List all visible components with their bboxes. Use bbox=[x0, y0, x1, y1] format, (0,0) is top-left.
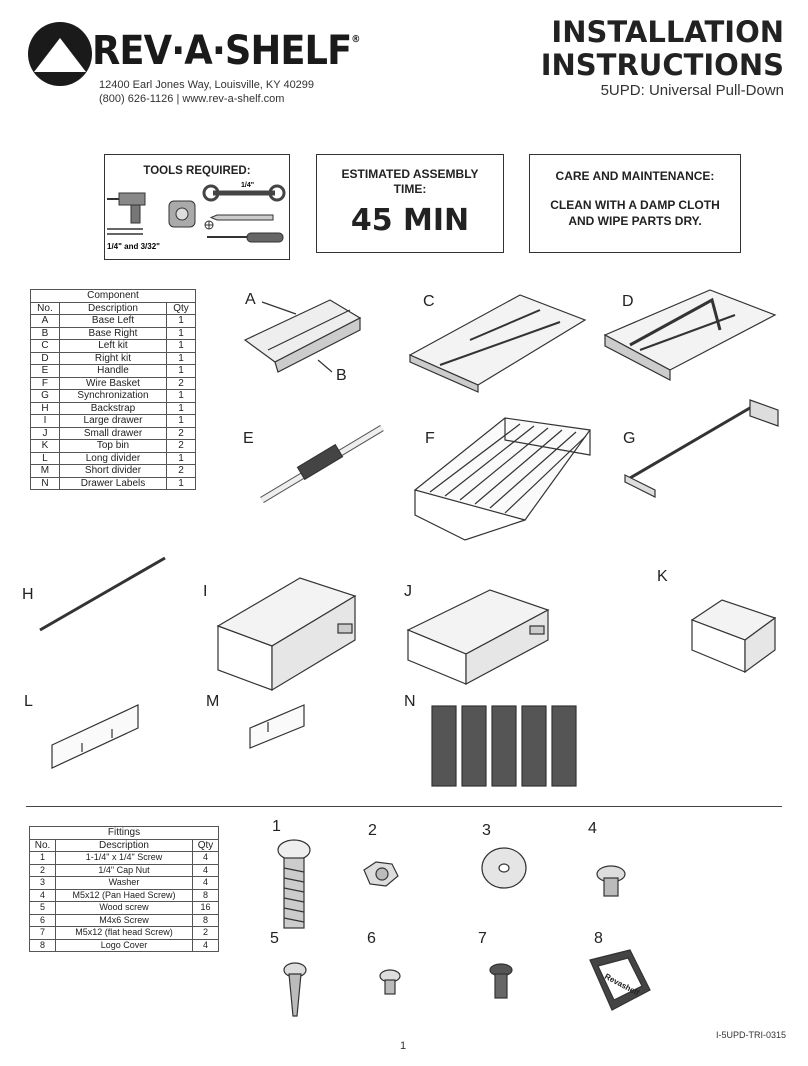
part-label-h: H bbox=[22, 586, 34, 603]
left-kit-illustration bbox=[408, 294, 587, 393]
washer-icon bbox=[481, 847, 527, 889]
fitting-label-3: 3 bbox=[482, 822, 491, 839]
fitting-label-2: 2 bbox=[368, 822, 377, 839]
table-cell: 4 bbox=[191, 938, 220, 952]
table-cell: 1 bbox=[166, 476, 196, 490]
part-label-j: J bbox=[404, 583, 412, 600]
part-label-g: G bbox=[623, 430, 636, 447]
fitting-label-4: 4 bbox=[588, 820, 597, 837]
pan-head-screw-icon bbox=[596, 865, 626, 897]
cap-nut-icon bbox=[363, 861, 399, 887]
base-bracket-illustration bbox=[243, 299, 362, 373]
right-kit-illustration bbox=[603, 289, 777, 381]
part-label-l: L bbox=[24, 693, 33, 710]
wood-screw-icon bbox=[283, 962, 307, 1017]
part-label-a: A bbox=[245, 291, 256, 308]
small-drawer-illustration bbox=[406, 589, 550, 686]
pencil-icon bbox=[209, 214, 274, 221]
drill-bit-icon bbox=[107, 228, 143, 235]
m4-screw-icon bbox=[379, 969, 401, 995]
parts-illustrations bbox=[39, 289, 779, 787]
screw-1-icon bbox=[277, 839, 311, 929]
wire-basket-illustration bbox=[413, 417, 592, 541]
part-label-i: I bbox=[203, 583, 208, 600]
tape-measure-icon bbox=[168, 200, 196, 228]
part-label-f: F bbox=[425, 430, 435, 447]
screwdriver-icon bbox=[204, 220, 284, 243]
wrench-icon bbox=[202, 184, 286, 202]
table-cell: 2 bbox=[191, 926, 220, 940]
fitting-label-1: 1 bbox=[272, 818, 281, 835]
assembly-heading: ESTIMATED ASSEMBLY TIME: bbox=[341, 167, 479, 196]
care-box: CARE AND MAINTENANCE: CLEAN WITH A DAMP … bbox=[529, 154, 741, 253]
section-divider bbox=[26, 806, 782, 807]
company-address: 12400 Earl Jones Way, Louisville, KY 402… bbox=[99, 78, 314, 106]
assembly-time-box: ESTIMATED ASSEMBLY TIME: 45 MIN bbox=[316, 154, 504, 253]
flat-head-screw-icon bbox=[489, 963, 513, 999]
backstrap-illustration bbox=[39, 556, 166, 632]
table-cell: 8 bbox=[191, 913, 220, 927]
part-label-e: E bbox=[243, 430, 254, 447]
logo-mark-icon bbox=[28, 22, 92, 86]
handle-illustration bbox=[260, 424, 384, 504]
part-label-c: C bbox=[423, 293, 435, 310]
fitting-label-5: 5 bbox=[270, 930, 279, 947]
fitting-label-7: 7 bbox=[478, 930, 487, 947]
table-cell: 2 bbox=[166, 439, 196, 453]
wrench-size-label: 1/4" bbox=[241, 182, 254, 189]
document-id: I-5UPD-TRI-0315 bbox=[715, 1030, 786, 1040]
top-bin-illustration bbox=[690, 599, 777, 674]
page-title: INSTALLATION INSTRUCTIONS bbox=[540, 15, 784, 82]
drawer-labels-illustration bbox=[431, 705, 577, 787]
table-cell: 8 bbox=[28, 938, 57, 952]
care-text: CLEAN WITH A DAMP CLOTH AND WIPE PARTS D… bbox=[550, 198, 720, 228]
page-number: 1 bbox=[400, 1040, 407, 1052]
part-label-n: N bbox=[404, 693, 416, 710]
fitting-label-6: 6 bbox=[367, 930, 376, 947]
long-divider-illustration bbox=[51, 704, 139, 769]
short-divider-illustration bbox=[249, 704, 305, 749]
part-label-k: K bbox=[657, 568, 668, 585]
fitting-label-8: 8 bbox=[594, 930, 603, 947]
address-line: 12400 Earl Jones Way, Louisville, KY 402… bbox=[99, 79, 315, 91]
contact-line: (800) 626-1126 | www.rev-a-shelf.com bbox=[99, 93, 285, 105]
table-cell: 1 bbox=[166, 389, 196, 403]
care-heading: CARE AND MAINTENANCE: bbox=[555, 169, 715, 183]
assembly-time: 45 MIN bbox=[350, 203, 470, 238]
drill-icon bbox=[107, 192, 146, 224]
fittings-illustrations: Revashelf bbox=[277, 839, 651, 1017]
tools-heading: TOOLS REQUIRED: bbox=[143, 165, 251, 177]
large-drawer-illustration bbox=[216, 577, 357, 692]
logo-cover-icon bbox=[589, 949, 651, 1011]
part-label-b: B bbox=[336, 367, 347, 384]
synchronization-bar-illustration bbox=[624, 399, 779, 498]
tools-required-box: TOOLS REQUIRED: bbox=[104, 154, 290, 260]
table-cell: 2 bbox=[166, 464, 196, 478]
brand-name: REV·A·SHELF® bbox=[92, 28, 361, 74]
page-subtitle: 5UPD: Universal Pull-Down bbox=[600, 82, 784, 99]
part-label-m: M bbox=[206, 693, 220, 710]
tools-illustration: 1/4" and 3/32" 1/4" bbox=[107, 182, 286, 251]
part-label-d: D bbox=[622, 293, 634, 310]
table-cell: Drawer Labels bbox=[58, 476, 168, 490]
brand-logo bbox=[26, 20, 386, 100]
bit-size-label: 1/4" and 3/32" bbox=[107, 242, 160, 251]
